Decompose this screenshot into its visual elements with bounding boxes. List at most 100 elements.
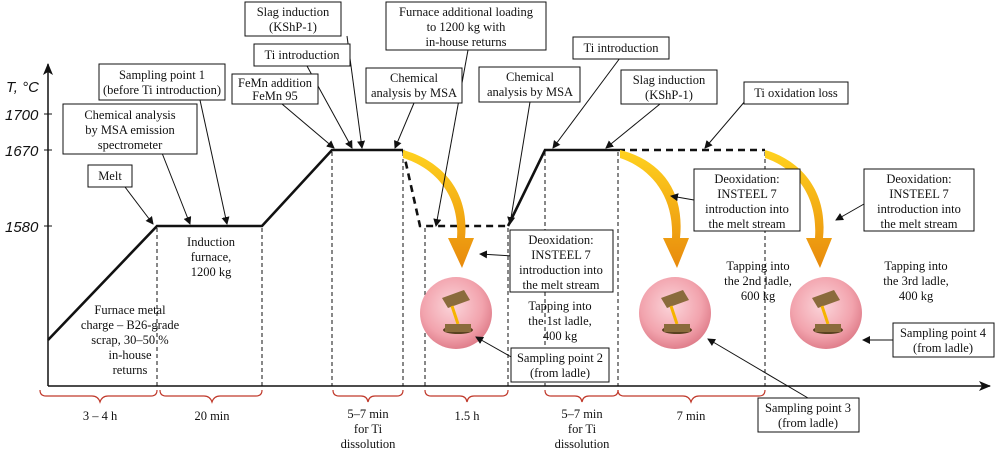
box-slag-1: Slag induction (KShP-1) xyxy=(244,1,342,37)
box-sampling-3: Sampling point 3 (from ladle) xyxy=(757,397,860,433)
svg-text:FeMn 95: FeMn 95 xyxy=(252,89,298,103)
svg-text:introduction into: introduction into xyxy=(705,202,789,216)
svg-text:(from ladle): (from ladle) xyxy=(778,416,838,430)
box-chem-msa-1: Chemical analysis by MSA xyxy=(365,67,463,104)
box-sampling-4: Sampling point 4 (from ladle) xyxy=(892,322,995,358)
svg-text:Sampling point 4: Sampling point 4 xyxy=(900,326,987,340)
pour-arrow-1 xyxy=(403,150,474,268)
svg-text:Sampling point 2: Sampling point 2 xyxy=(517,351,603,365)
svg-text:charge – B26-grade: charge – B26-grade xyxy=(81,318,180,332)
box-femn: FeMn addition FeMn 95 xyxy=(231,73,319,105)
svg-text:dissolution: dissolution xyxy=(341,437,397,451)
svg-text:analysis by MSA: analysis by MSA xyxy=(371,86,457,100)
svg-text:400 kg: 400 kg xyxy=(899,289,934,303)
svg-text:Melt: Melt xyxy=(98,169,122,183)
svg-text:600 kg: 600 kg xyxy=(741,289,776,303)
box-ti-loss: Ti oxidation loss xyxy=(743,81,849,105)
svg-text:the melt stream: the melt stream xyxy=(880,217,957,231)
ladle-disc-3 xyxy=(790,277,862,349)
svg-text:5–7 min: 5–7 min xyxy=(561,407,603,421)
y-tick-1670: 1670 xyxy=(5,143,39,160)
box-ti-intro-2: Ti introduction xyxy=(572,36,670,60)
svg-text:spectrometer: spectrometer xyxy=(98,138,163,152)
svg-text:Tapping into: Tapping into xyxy=(726,259,789,273)
svg-text:Deoxidation:: Deoxidation: xyxy=(528,233,593,247)
svg-text:Chemical analysis: Chemical analysis xyxy=(84,108,175,122)
svg-text:INSTEEL 7: INSTEEL 7 xyxy=(531,248,591,262)
svg-text:the melt stream: the melt stream xyxy=(522,278,599,292)
svg-text:for Ti: for Ti xyxy=(354,422,383,436)
svg-text:INSTEEL 7: INSTEEL 7 xyxy=(889,187,949,201)
svg-text:400 kg: 400 kg xyxy=(543,329,578,343)
svg-text:Furnace additional loading: Furnace additional loading xyxy=(399,5,534,19)
svg-text:Ti oxidation loss: Ti oxidation loss xyxy=(754,86,838,100)
svg-text:Induction: Induction xyxy=(187,235,236,249)
phase-dividers xyxy=(156,152,766,386)
temperature-profile-solid-2 xyxy=(506,148,618,227)
svg-text:Tapping into: Tapping into xyxy=(884,259,947,273)
duration-d6: 7 min xyxy=(677,409,707,423)
box-chem-msa-emission: Chemical analysis by MSA emission spectr… xyxy=(62,103,198,155)
box-deox-1: Deoxidation: INSTEEL 7 introduction into… xyxy=(509,229,614,293)
box-sampling-2: Sampling point 2 (from ladle) xyxy=(510,347,610,383)
svg-text:in-house: in-house xyxy=(108,348,152,362)
pour-arrow-3 xyxy=(765,150,832,268)
duration-d5: 5–7 min for Ti dissolution xyxy=(555,407,611,451)
svg-text:Tapping into: Tapping into xyxy=(528,299,591,313)
svg-text:Slag induction: Slag induction xyxy=(633,73,706,87)
box-ti-intro-1: Ti introduction xyxy=(253,43,351,67)
svg-text:(before Ti introduction): (before Ti introduction) xyxy=(103,83,221,97)
temperature-profile-dashed-1 xyxy=(401,149,508,228)
duration-d2: 20 min xyxy=(194,409,230,423)
svg-text:Chemical: Chemical xyxy=(390,71,438,85)
svg-text:5–7 min: 5–7 min xyxy=(347,407,389,421)
label-tap-1: Tapping into the 1st ladle, 400 kg xyxy=(528,299,592,343)
svg-text:the 1st ladle,: the 1st ladle, xyxy=(528,314,592,328)
svg-text:furnace,: furnace, xyxy=(191,250,232,264)
svg-text:FeMn addition: FeMn addition xyxy=(238,76,313,90)
label-tap-3: Tapping into the 3rd ladle, 400 kg xyxy=(883,259,949,303)
duration-d4: 1.5 h xyxy=(455,409,481,423)
box-slag-2: Slag induction (KShP-1) xyxy=(620,69,718,105)
y-tick-1700: 1700 xyxy=(5,107,39,124)
svg-text:(KShP-1): (KShP-1) xyxy=(645,88,693,102)
svg-text:(from ladle): (from ladle) xyxy=(530,366,590,380)
temperature-profile-solid-1 xyxy=(47,148,403,341)
svg-text:the 2nd ladle,: the 2nd ladle, xyxy=(724,274,792,288)
box-sampling-1: Sampling point 1 (before Ti introduction… xyxy=(98,63,226,101)
svg-text:1200 kg: 1200 kg xyxy=(191,265,232,279)
svg-text:scrap, 30–50 %: scrap, 30–50 % xyxy=(91,333,168,347)
svg-text:Ti introduction: Ti introduction xyxy=(584,41,660,55)
label-induction: Induction furnace, 1200 kg xyxy=(187,235,236,279)
svg-text:(from ladle): (from ladle) xyxy=(913,341,973,355)
svg-text:introduction into: introduction into xyxy=(877,202,961,216)
svg-text:(KShP-1): (KShP-1) xyxy=(269,20,317,34)
duration-d1: 3 – 4 h xyxy=(83,409,118,423)
svg-text:by MSA emission: by MSA emission xyxy=(85,123,175,137)
svg-text:Deoxidation:: Deoxidation: xyxy=(886,172,951,186)
ladle-disc-2 xyxy=(639,277,711,349)
box-furnace-loading: Furnace additional loading to 1200 kg wi… xyxy=(385,1,547,51)
svg-text:INSTEEL 7: INSTEEL 7 xyxy=(717,187,777,201)
label-tap-2: Tapping into the 2nd ladle, 600 kg xyxy=(724,259,792,303)
svg-text:Ti introduction: Ti introduction xyxy=(265,48,341,62)
duration-d3: 5–7 min for Ti dissolution xyxy=(341,407,397,451)
svg-text:to 1200 kg with: to 1200 kg with xyxy=(427,20,507,34)
y-axis-label: T, °C xyxy=(6,79,39,96)
label-charge: Furnace metal charge – B26-grade scrap, … xyxy=(81,303,180,377)
ladle-disc-1 xyxy=(420,277,492,349)
svg-text:analysis by MSA: analysis by MSA xyxy=(487,85,573,99)
svg-text:Sampling point 3: Sampling point 3 xyxy=(765,401,851,415)
svg-text:Slag induction: Slag induction xyxy=(257,5,330,19)
box-deox-2: Deoxidation: INSTEEL 7 introduction into… xyxy=(693,168,801,232)
box-deox-3: Deoxidation: INSTEEL 7 introduction into… xyxy=(863,168,975,232)
pour-arrow-2 xyxy=(620,150,689,268)
box-chem-msa-2: Chemical analysis by MSA xyxy=(478,66,581,103)
svg-text:dissolution: dissolution xyxy=(555,437,611,451)
svg-text:Deoxidation:: Deoxidation: xyxy=(714,172,779,186)
svg-text:Chemical: Chemical xyxy=(506,70,554,84)
duration-braces xyxy=(39,389,766,404)
svg-text:for Ti: for Ti xyxy=(568,422,597,436)
